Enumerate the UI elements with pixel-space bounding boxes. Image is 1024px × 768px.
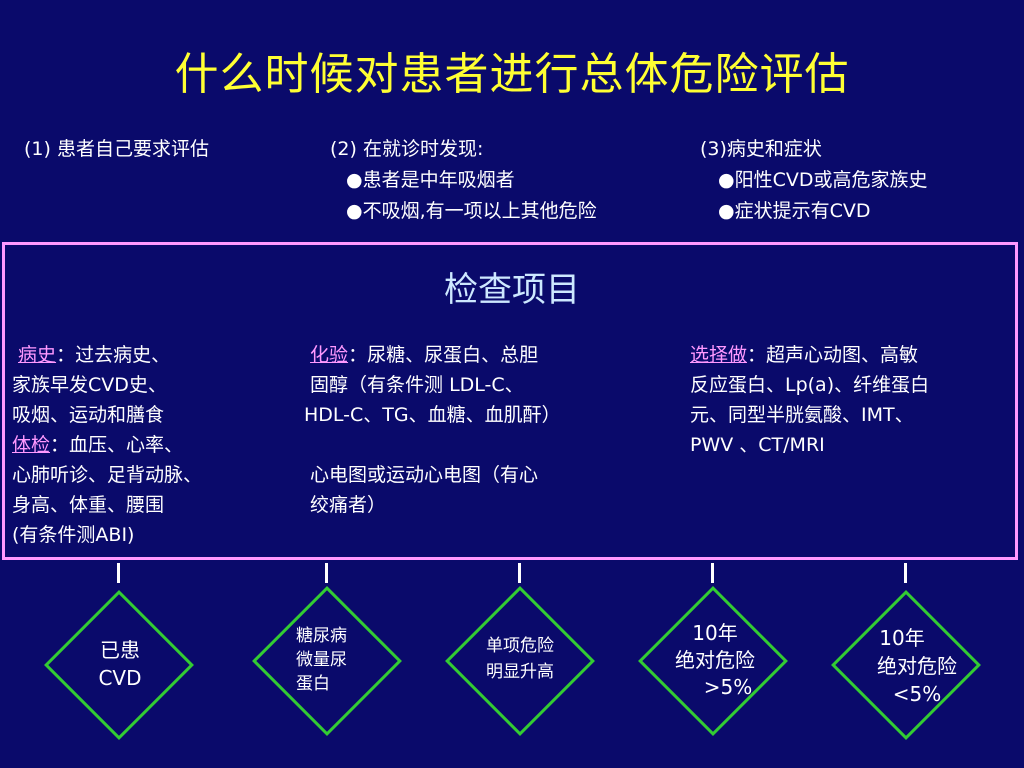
lab-test-line-3: HDL-C、TG、血糖、血肌酐） — [304, 404, 561, 426]
connector-line — [325, 563, 328, 583]
ecg-line-1: 心电图或运动心电图（有心 — [310, 464, 539, 486]
criterion-3-bullet-2: ●症状提示有CVD — [718, 200, 871, 222]
optional-test-text: ：超声心动图、高敏 — [747, 344, 919, 366]
diamond-risk-low-label: 10年 绝对危险 <5% — [862, 624, 972, 708]
ecg-line-2: 绞痛者） — [310, 494, 387, 516]
optional-test-column: 选择做：超声心动图、高敏 反应蛋白、Lp(a)、纤维蛋白 元、同型半胱氨酸、IM… — [690, 340, 929, 460]
diamond-5-line-3: <5% — [892, 682, 942, 706]
lab-test-line-2: 固醇（有条件测 LDL-C、 — [310, 374, 524, 396]
diamond-1-line-1: 已患 — [100, 638, 140, 662]
connector-line — [117, 563, 120, 583]
diamond-diabetes-label: 糖尿病 微量尿 蛋白 — [282, 624, 372, 696]
optional-test-line-4: PWV 、CT/MRI — [690, 434, 825, 456]
optional-test-line-3: 元、同型半胱氨酸、IMT、 — [690, 404, 914, 426]
criterion-3-heading: (3)病史和症状 — [700, 138, 822, 160]
physical-exam-line-3: 身高、体重、腰围 — [12, 494, 165, 516]
connector-line — [711, 563, 714, 583]
physical-exam-line-4: (有条件测ABI) — [12, 524, 135, 546]
history-text: ：过去病史、 — [56, 344, 171, 366]
lab-test-text: ：尿糖、尿蛋白、总胆 — [348, 344, 539, 366]
connector-line — [904, 563, 907, 583]
diamond-2-line-1: 糖尿病 — [296, 626, 347, 646]
diamond-4-line-1: 10年 — [692, 621, 738, 645]
diamond-2-line-2: 微量尿 — [296, 650, 347, 670]
diamond-3-line-1: 单项危险 — [486, 636, 554, 656]
diamond-4-line-3: >5% — [703, 675, 753, 699]
physical-exam-label: 体检 — [12, 434, 51, 456]
history-exam-column: 病史：过去病史、 家族早发CVD史、 吸烟、运动和膳食 体检：血压、心率、 心肺… — [12, 340, 202, 550]
slide-title: 什么时候对患者进行总体危险评估 — [174, 49, 850, 100]
diamond-single-risk-label: 单项危险 明显升高 — [470, 633, 570, 685]
optional-test-label: 选择做 — [690, 344, 748, 366]
diamond-4-line-2: 绝对危险 — [675, 648, 755, 672]
diamond-risk-high-label: 10年 绝对危险 >5% — [660, 620, 770, 701]
history-line-2: 家族早发CVD史、 — [12, 374, 167, 396]
examination-box — [2, 242, 1018, 560]
history-label: 病史 — [18, 344, 57, 366]
criterion-2-bullet-2: ●不吸烟,有一项以上其他危险 — [346, 200, 597, 222]
criterion-3-bullet-1: ●阳性CVD或高危家族史 — [718, 169, 928, 191]
diamond-3-line-2: 明显升高 — [486, 662, 554, 682]
criterion-2-heading: (2) 在就诊时发现: — [330, 138, 484, 160]
diamond-1-line-2: CVD — [98, 666, 142, 690]
criterion-2-bullet-1: ●患者是中年吸烟者 — [346, 169, 515, 191]
diamond-2-line-3: 蛋白 — [296, 674, 330, 694]
connector-line — [518, 563, 521, 583]
lab-test-label: 化验 — [310, 344, 349, 366]
history-line-3: 吸烟、运动和膳食 — [12, 404, 165, 426]
diamond-5-line-1: 10年 — [879, 626, 925, 650]
criterion-1: (1) 患者自己要求评估 — [24, 138, 209, 160]
optional-test-line-2: 反应蛋白、Lp(a)、纤维蛋白 — [690, 374, 930, 396]
diamond-existing-cvd-label: 已患 CVD — [70, 636, 170, 692]
physical-exam-line-2: 心肺听诊、足背动脉、 — [12, 464, 203, 486]
physical-exam-text: ：血压、心率、 — [50, 434, 184, 456]
examination-title: 检查项目 — [444, 270, 580, 310]
diamond-5-line-2: 绝对危险 — [877, 654, 957, 678]
lab-test-column: 化验：尿糖、尿蛋白、总胆 固醇（有条件测 LDL-C、 HDL-C、TG、血糖、… — [304, 340, 561, 520]
